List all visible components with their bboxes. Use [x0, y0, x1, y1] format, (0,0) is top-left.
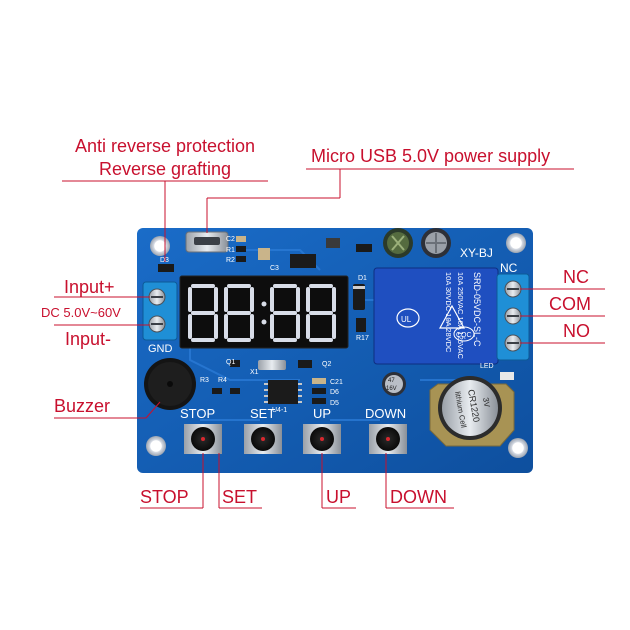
silk-d5: D5 [330, 400, 339, 407]
label-input-minus: Input- [65, 329, 112, 349]
silk-r17: R17 [356, 335, 369, 342]
seven-segment-display [179, 275, 349, 349]
cap-voltage: 16V [386, 386, 397, 392]
battery-voltage: 3V [481, 397, 492, 409]
label-no: NO [563, 321, 590, 341]
silk-down: DOWN [365, 406, 406, 421]
silk-up: UP [313, 406, 331, 421]
silk-nc: NC [500, 261, 518, 275]
electrolytic-capacitor-large [383, 228, 451, 258]
button-down [369, 424, 407, 454]
mount-hole-tl [150, 236, 170, 256]
label-reverse-grafting: Reverse grafting [98, 159, 232, 179]
silk-c3: C3 [270, 265, 279, 272]
silk-r4: R4 [218, 377, 227, 384]
label-stop: STOP [140, 487, 189, 507]
label-com: COM [549, 294, 591, 314]
silk-stop: STOP [180, 406, 215, 421]
relay: SRD-05VDC-SL-C 10A 250VAC 10A 125VAC 10A… [373, 267, 499, 365]
silk-model: XY-BJ [460, 246, 493, 260]
silk-r1: R1 [226, 247, 235, 254]
label-usb-power: Micro USB 5.0V power supply [311, 146, 551, 166]
button-set [244, 424, 282, 454]
mount-hole-bl [146, 436, 166, 456]
display-digit [306, 284, 336, 342]
cap-value: 47 [388, 378, 395, 384]
display-digit [270, 284, 300, 342]
silk-d6: D6 [330, 389, 339, 396]
label-dc-range: DC 5.0V~60V [41, 305, 121, 320]
micro-usb-connector [185, 231, 229, 253]
silk-c21: C21 [330, 379, 343, 386]
silk-q2: Q2 [322, 361, 331, 368]
svg-text:UL: UL [401, 315, 412, 324]
silk-x1: X1 [250, 369, 259, 376]
coin-cell-battery: lithium Cell CR1220 3V [429, 376, 515, 447]
button-stop [184, 424, 222, 454]
label-set: SET [222, 487, 258, 507]
silk-d1: D1 [358, 275, 367, 282]
diode-d1 [353, 284, 365, 310]
label-input-plus: Input+ [64, 277, 115, 297]
button-up [303, 424, 341, 454]
silk-led: LED [480, 363, 494, 370]
buzzer [144, 358, 196, 410]
status-led [500, 372, 514, 380]
relay-model: SRD-05VDC-SL-C [472, 272, 482, 347]
display-digit [224, 284, 254, 342]
label-nc: NC [563, 267, 589, 287]
mount-hole-tr [506, 233, 526, 253]
silk-r2: R2 [226, 257, 235, 264]
relay-rating-1: 10A 250VAC 10A 125VAC [456, 272, 465, 359]
display-digit [188, 284, 218, 342]
silk-c2: C2 [226, 236, 235, 243]
label-up: UP [326, 487, 352, 507]
electrolytic-capacitor-small: 47 16V [382, 372, 406, 396]
relay-cqc: CQC [456, 332, 472, 339]
mount-hole-br [508, 438, 528, 458]
silk-r3: R3 [200, 377, 209, 384]
smd-components-top [158, 236, 372, 272]
silk-u4: U4-1 [272, 407, 287, 414]
silk-q1: Q1 [226, 359, 235, 366]
silk-set: SET [250, 406, 275, 421]
smd-components-middle [212, 318, 366, 404]
output-terminal-block [496, 273, 530, 361]
label-down: DOWN [390, 487, 447, 507]
annotation-lines [54, 168, 605, 509]
label-buzzer: Buzzer [54, 396, 111, 416]
input-terminal-block [142, 281, 178, 341]
silk-gnd: GND [148, 343, 173, 355]
label-anti-reverse: Anti reverse protection [74, 136, 256, 156]
silkscreen-labels: XY-BJ NC GND LED STOP SET UP DOWN D3 C2 … [148, 236, 518, 421]
svg-text:!: ! [447, 318, 449, 327]
